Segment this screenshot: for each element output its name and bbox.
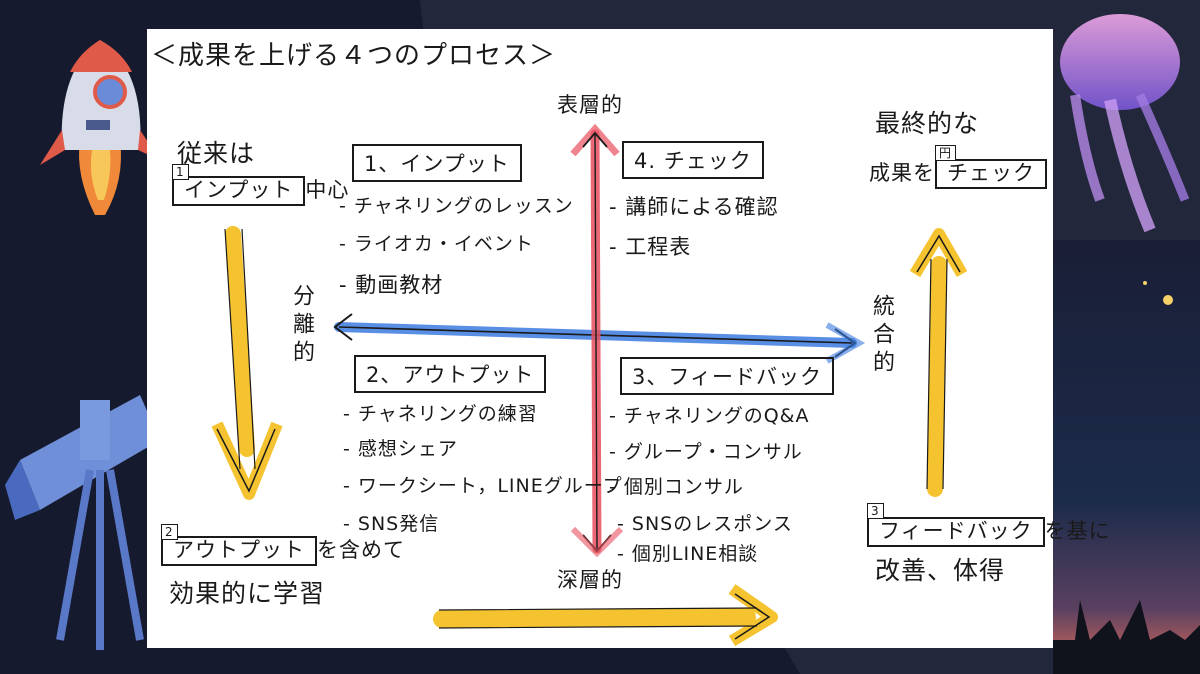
q1-item: - 動画教材 [339,273,444,297]
axis-label-top: 表層的 [557,93,623,117]
diagram-title: ＜成果を上げる４つのプロセス＞ [151,41,557,71]
axis-label-left: 分離的 [289,284,314,368]
step3-box-label: フィードバック [879,519,1033,543]
axis-label-bottom: 深層的 [557,568,623,592]
step2-after: を含めて [317,538,405,562]
q2-item: - 感想シェア [343,438,458,460]
step1-number: 1 [172,164,189,180]
rocket-icon [40,40,160,215]
q3-item: - チャネリングのQ&A [609,405,810,427]
right-flow-step3-line2: 改善、体得 [875,556,1006,585]
q3-item: - 個別LINE相談 [617,543,759,565]
step1-after: 中心 [305,178,350,202]
left-flow-heading: 従来は [177,139,256,168]
step1-box-label: インプット [184,178,294,202]
right-flow-line1: 最終的な [875,109,980,138]
star-icon [1143,281,1147,285]
left-flow-step2-line2: 効果的に学習 [169,579,326,608]
quadrant-2-label: 2、アウトプット [354,355,547,393]
jellyfish-icon [1060,14,1190,233]
check-box-label: チェック [947,161,1035,185]
q3-item: - グループ・コンサル [609,441,803,463]
step2-number: 2 [161,524,178,540]
right-flow-arrow [909,228,968,497]
q4-item: - 工程表 [609,235,692,259]
q2-item: - ワークシート，LINEグループ [343,475,623,497]
q4-item: - 講師による確認 [609,195,779,219]
left-flow-arrow [211,226,283,500]
telescope-icon [5,395,160,650]
q2-item: - SNS発信 [343,513,440,535]
bottom-flow-arrow [433,584,778,647]
q3-item: - 個別コンサル [609,476,744,498]
step2-box-label: アウトプット [173,538,305,562]
star-icon [1163,295,1173,305]
quadrant-4-label: 4. チェック [622,141,764,179]
q1-item: - チャネリングのレッスン [339,195,574,217]
q1-item: - ライオカ・イベント [339,233,534,255]
step3-number: 3 [867,503,884,519]
q2-item: - チャネリングの練習 [343,403,538,425]
right-flow-line2: 成果を円チェック [869,145,1047,189]
check-tag: 円 [935,145,957,161]
right-flow-line2-before: 成果を [869,161,935,185]
axis-label-right: 統合的 [869,294,894,378]
step3-after: を基に [1044,519,1111,543]
q3-item: - SNSのレスポンス [617,513,793,535]
quadrant-1-label: 1、インプット [352,144,522,182]
horizontal-axis-arrow [333,313,866,364]
check-box: 円チェック [935,145,1047,189]
quadrant-3-label: 3、フィードバック [620,357,834,395]
